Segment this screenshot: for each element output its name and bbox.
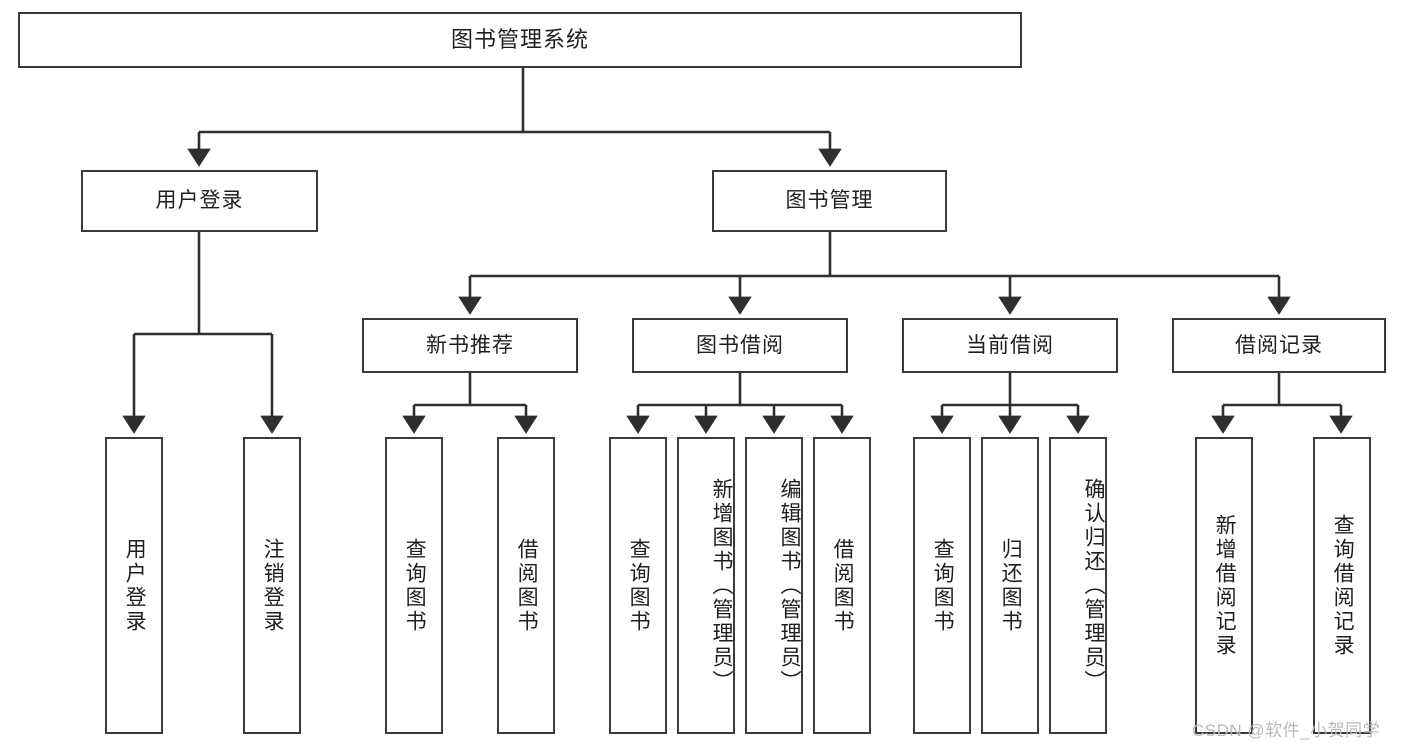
node-borrow-record[interactable]: 借阅记录: [1172, 318, 1386, 373]
leaf-add-book-admin[interactable]: 新增图书（管理员）: [677, 437, 735, 734]
node-book-management[interactable]: 图书管理: [712, 170, 947, 232]
leaf-return-book[interactable]: 归还图书: [981, 437, 1039, 734]
node-current-borrow[interactable]: 当前借阅: [902, 318, 1118, 373]
leaf-logout-login[interactable]: 注销登录: [243, 437, 301, 734]
leaf-query-book-borrow[interactable]: 查询图书: [609, 437, 667, 734]
csdn-watermark: CSDN @软件_小贺同学: [1192, 721, 1381, 740]
leaf-borrow-book[interactable]: 借阅图书: [813, 437, 871, 734]
leaf-edit-book-admin[interactable]: 编辑图书（管理员）: [745, 437, 803, 734]
leaf-query-book-recommend[interactable]: 查询图书: [385, 437, 443, 734]
leaf-add-borrow-record[interactable]: 新增借阅记录: [1195, 437, 1253, 734]
node-book-borrow[interactable]: 图书借阅: [632, 318, 848, 373]
node-root-book-management-system[interactable]: 图书管理系统: [18, 12, 1022, 68]
leaf-query-book-current[interactable]: 查询图书: [913, 437, 971, 734]
node-user-login[interactable]: 用户登录: [81, 170, 318, 232]
leaf-user-login[interactable]: 用户登录: [105, 437, 163, 734]
node-new-book-recommend[interactable]: 新书推荐: [362, 318, 578, 373]
leaf-query-borrow-record[interactable]: 查询借阅记录: [1313, 437, 1371, 734]
leaf-borrow-book-recommend[interactable]: 借阅图书: [497, 437, 555, 734]
leaf-confirm-return-admin[interactable]: 确认归还（管理员）: [1049, 437, 1107, 734]
